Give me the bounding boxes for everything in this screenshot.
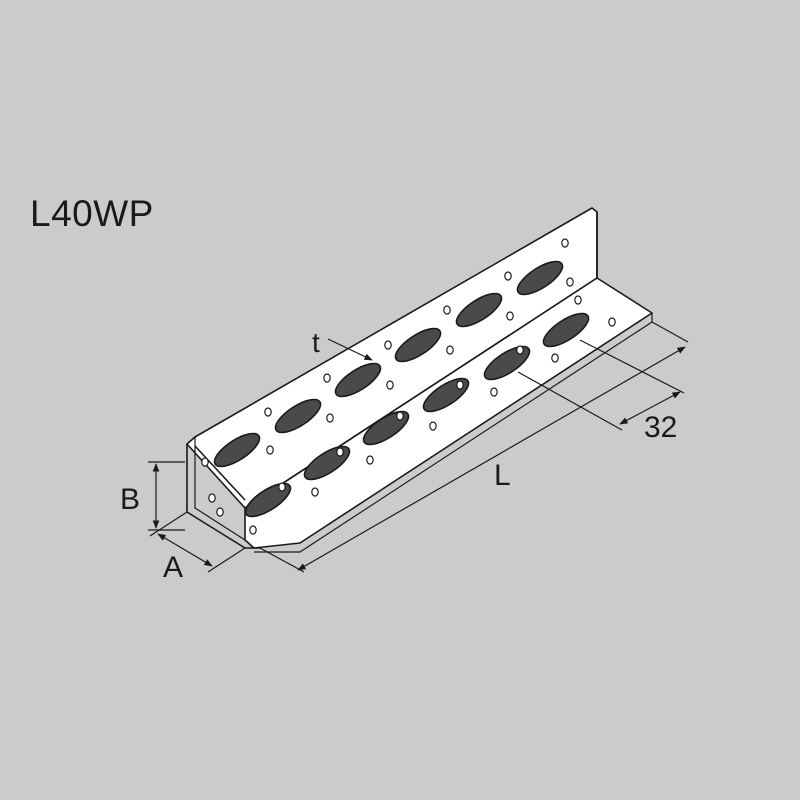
mounting-hole [249, 525, 257, 535]
mounting-hole [429, 421, 437, 431]
mounting-hole [456, 380, 464, 390]
mounting-hole [216, 507, 224, 517]
dimension-lines [148, 321, 689, 573]
horizontal-slot [542, 312, 590, 348]
mounting-hole [323, 373, 331, 383]
pitch-ext-line-2 [579, 339, 685, 394]
mounting-hole [504, 271, 512, 281]
mounting-hole [208, 493, 216, 503]
pitch-label: 32 [644, 411, 677, 444]
length-ext-line-2 [651, 321, 689, 343]
thickness-label: t [312, 327, 320, 358]
mounting-hole [386, 380, 394, 390]
front-edge [186, 444, 260, 549]
width-ext-line-1 [149, 511, 188, 537]
width-ext-line-2 [207, 547, 246, 573]
mounting-hole [326, 413, 334, 423]
mounting-hole [551, 353, 559, 363]
pitch-ext-line-1 [517, 371, 623, 431]
vertical-slot [455, 292, 503, 328]
mounting-hole [264, 407, 272, 417]
vertical-slot [213, 432, 261, 468]
mounting-hole [201, 457, 209, 467]
mounting-hole [516, 345, 524, 355]
vertical-slot [516, 260, 564, 296]
mounting-hole [608, 317, 616, 327]
mounting-hole [566, 277, 574, 287]
mounting-hole [446, 345, 454, 355]
bend-line [194, 445, 246, 501]
width-label: A [163, 551, 183, 584]
mounting-hole [266, 445, 274, 455]
mounting-hole [278, 482, 286, 492]
mounting-hole [336, 447, 344, 457]
width-dim-line [157, 533, 213, 567]
mounting-hole [443, 305, 451, 315]
product-title: L40WP [30, 193, 154, 234]
height-label: B [120, 483, 140, 516]
mounting-hole [366, 455, 374, 465]
horizontal-slot [244, 482, 292, 518]
mounting-hole [574, 295, 582, 305]
mounting-hole [490, 387, 498, 397]
length-ext-line [259, 547, 305, 573]
mounting-hole [384, 340, 392, 350]
mounting-hole [396, 411, 404, 421]
mounting-hole [506, 311, 514, 321]
mounting-hole [311, 487, 319, 497]
mounting-hole [561, 238, 569, 248]
length-label: L [494, 459, 511, 492]
length-dim-line [297, 346, 686, 571]
